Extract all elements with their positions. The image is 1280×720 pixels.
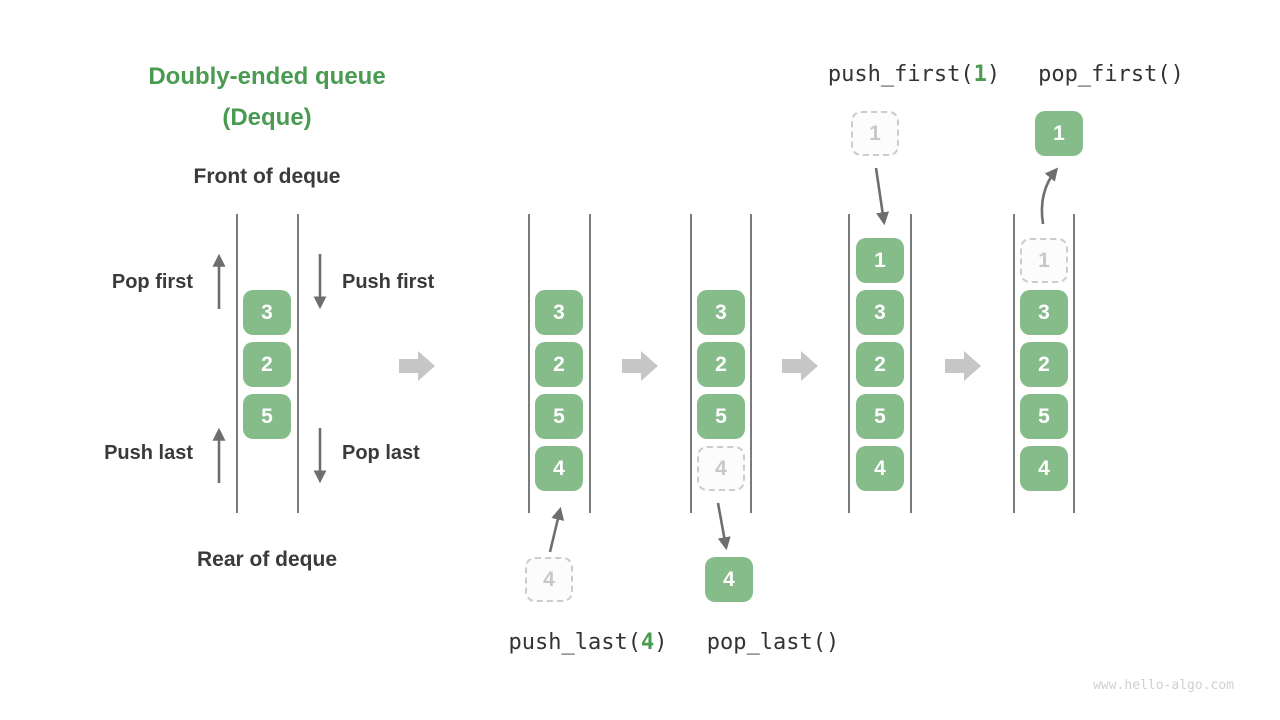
- pop-last-label: Pop last: [342, 442, 420, 464]
- deque-cell: 4: [856, 446, 904, 491]
- op-arg: 1: [973, 62, 987, 87]
- deque-cell-ghost: 1: [851, 111, 899, 156]
- deque-cell: 2: [856, 342, 904, 387]
- transition-arrow-icon: [782, 351, 818, 381]
- deque-cell: 1: [856, 238, 904, 283]
- pop-first-op-arrow-icon: [1040, 167, 1059, 225]
- page-title: Doubly-ended queue (Deque): [67, 56, 467, 138]
- deque-cell: 4: [705, 557, 753, 602]
- op-text: pop_first(): [1038, 62, 1184, 87]
- transition-arrow-icon: [399, 351, 435, 381]
- title-line-1: Doubly-ended queue: [148, 63, 386, 90]
- op-arg: 4: [640, 630, 655, 655]
- deque-cell: 3: [697, 290, 745, 335]
- push-last-op-arrow-icon: [548, 506, 565, 553]
- deque-cell: 3: [243, 290, 291, 335]
- deque-cell: 2: [697, 342, 745, 387]
- deque-cell: 1: [1035, 111, 1083, 156]
- transition-arrow-icon: [945, 351, 981, 381]
- deque-cell: 3: [535, 290, 583, 335]
- pop-first-label: Pop first: [111, 271, 193, 293]
- pop-last-op-label: pop_last(): [663, 630, 883, 655]
- watermark: www.hello-algo.com: [1093, 678, 1234, 693]
- deque-cell: 3: [856, 290, 904, 335]
- transition-arrow-icon: [622, 351, 658, 381]
- deque-cell: 3: [1020, 290, 1068, 335]
- deque-cell: 2: [243, 342, 291, 387]
- op-text: ): [654, 630, 668, 655]
- deque-cell: 5: [535, 394, 583, 439]
- deque-cell-ghost: 4: [525, 557, 573, 602]
- push-first-op-arrow-icon: [874, 167, 890, 226]
- op-text: pop_last(): [706, 630, 840, 655]
- push-last-op-label: push_last(4): [478, 630, 698, 655]
- deque-cell: 5: [697, 394, 745, 439]
- deque-cell-ghost: 4: [697, 446, 745, 491]
- op-text: ): [986, 62, 1001, 87]
- push-last-label: Push last: [104, 442, 193, 464]
- pop-last-op-arrow-icon: [716, 502, 731, 551]
- deque-cell-ghost: 1: [1020, 238, 1068, 283]
- pop-first-op-label: pop_first(): [1001, 62, 1221, 87]
- deque-cell: 5: [243, 394, 291, 439]
- op-text: push_first(: [827, 62, 974, 87]
- rear-of-deque-label: Rear of deque: [196, 548, 338, 571]
- op-text: push_last(: [508, 630, 641, 655]
- push-first-label: Push first: [342, 271, 435, 293]
- deque-cell: 5: [856, 394, 904, 439]
- push-first-op-label: push_first(1): [804, 62, 1024, 87]
- title-line-2: (Deque): [222, 104, 312, 131]
- front-of-deque-label: Front of deque: [193, 165, 341, 188]
- deque-cell: 4: [1020, 446, 1068, 491]
- deque-cell: 5: [1020, 394, 1068, 439]
- deque-cell: 2: [535, 342, 583, 387]
- deque-cell: 2: [1020, 342, 1068, 387]
- deque-cell: 4: [535, 446, 583, 491]
